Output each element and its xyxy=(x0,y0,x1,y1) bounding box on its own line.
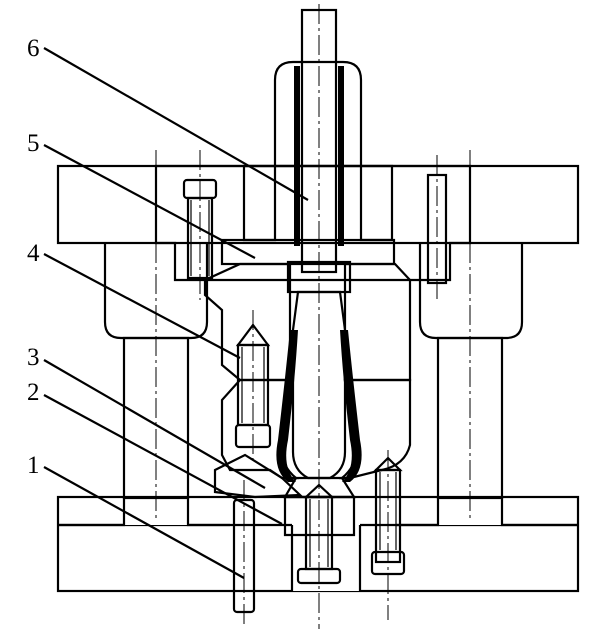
left-guide-bushing xyxy=(103,243,209,340)
leader-line-4 xyxy=(43,253,241,359)
leader-line-6 xyxy=(43,47,309,201)
right-upper-pin xyxy=(426,155,448,300)
punch-holder-boss xyxy=(242,60,394,242)
callout-label-1: 1 xyxy=(27,452,40,479)
upper-die-block xyxy=(203,262,412,382)
leader-line-5 xyxy=(43,144,256,259)
right-guide-bushing xyxy=(418,243,524,340)
callout-label-3: 3 xyxy=(27,344,40,371)
left-upper-screw xyxy=(182,150,218,300)
callout-label-2: 2 xyxy=(27,379,40,406)
backing-plate xyxy=(220,238,396,266)
leader-line-2 xyxy=(43,394,283,525)
right-lower-screw xyxy=(370,450,406,620)
callout-label-5: 5 xyxy=(27,130,40,157)
ejector-pin xyxy=(232,480,256,625)
center-lower-screw xyxy=(296,483,342,585)
lower-base-plate xyxy=(56,495,580,593)
lower-die-ring xyxy=(220,378,412,480)
left-stud-screw xyxy=(234,310,272,460)
leader-lines xyxy=(43,47,309,579)
callout-label-4: 4 xyxy=(27,240,40,267)
callout-label-6: 6 xyxy=(27,35,40,62)
leader-line-1 xyxy=(43,466,245,579)
leader-line-3 xyxy=(43,359,266,489)
punch xyxy=(286,4,352,629)
